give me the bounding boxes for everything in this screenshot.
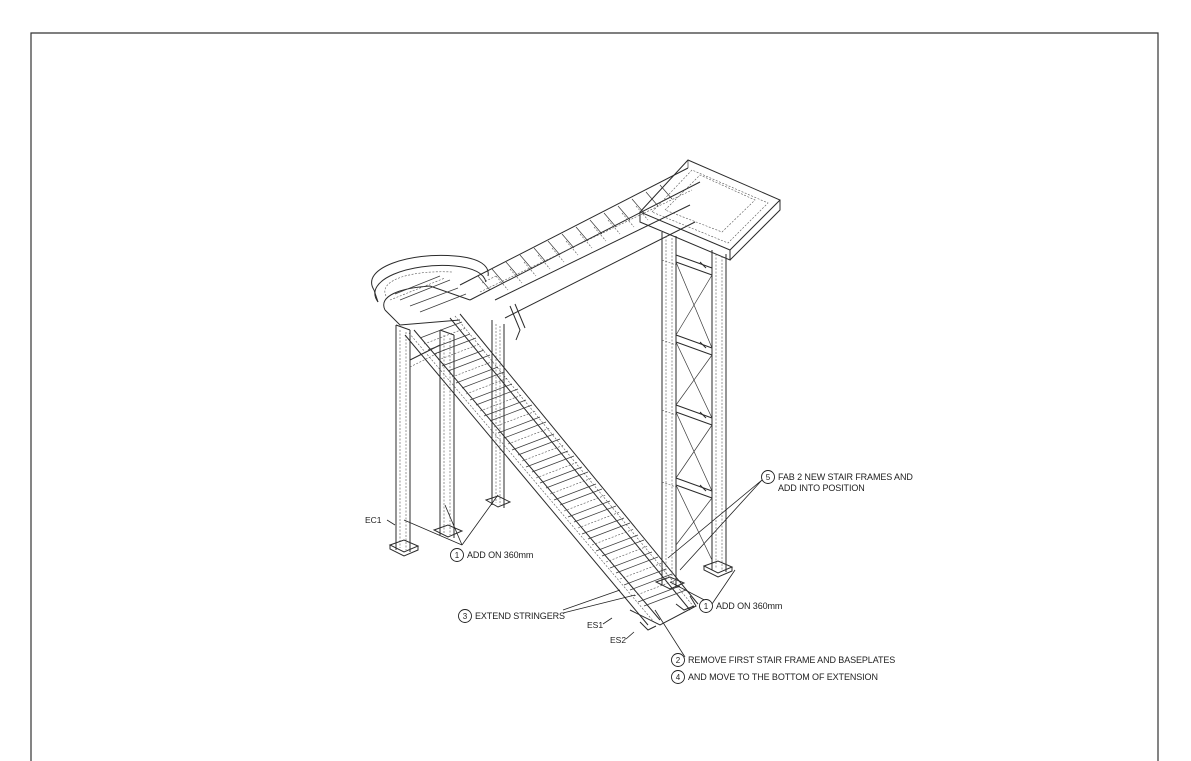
leader-es1 <box>602 617 613 625</box>
note-text: ADD ON 360mm <box>716 601 782 611</box>
note-number-badge <box>699 599 713 613</box>
tag-es2: ES2 <box>610 635 626 645</box>
note-callouts: 1 ADD ON 360mm 1 ADD ON 360mm 2 REMOVE F… <box>450 470 913 684</box>
note-number: 1 <box>704 602 709 611</box>
note-2: 2 REMOVE FIRST STAIR FRAME AND BASEPLATE… <box>671 653 895 667</box>
note-4: 4 AND MOVE TO THE BOTTOM OF EXTENSION <box>671 670 878 684</box>
leader-es2 <box>625 631 635 640</box>
leader-note5 <box>667 479 763 571</box>
note-number-badge <box>761 470 775 484</box>
note-1-right: 1 ADD ON 360mm <box>699 599 782 613</box>
tag-es1: ES1 <box>587 620 603 630</box>
upper-flight <box>459 167 701 341</box>
leader-note1-right <box>669 569 736 605</box>
note-text-line1: FAB 2 NEW STAIR FRAMES AND <box>778 472 913 482</box>
note-number-badge <box>458 609 472 623</box>
note-text-line2: ADD INTO POSITION <box>778 483 865 493</box>
note-number-badge <box>671 653 685 667</box>
leader-ec1 <box>386 519 396 526</box>
note-number: 1 <box>455 551 460 560</box>
note-text: REMOVE FIRST STAIR FRAME AND BASEPLATES <box>688 655 895 665</box>
top-platform <box>639 159 781 261</box>
note-text: AND MOVE TO THE BOTTOM OF EXTENSION <box>688 672 878 682</box>
left-columns <box>388 320 512 557</box>
note-text: ADD ON 360mm <box>467 550 533 560</box>
note-number-badge <box>671 670 685 684</box>
member-tags: EC1 ES1 ES2 <box>365 515 626 645</box>
circular-landing <box>371 254 489 326</box>
note-3: 3 EXTEND STRINGERS <box>458 609 565 623</box>
note-text: EXTEND STRINGERS <box>475 611 565 621</box>
note-number: 2 <box>676 656 681 665</box>
note-number: 4 <box>676 673 681 682</box>
note-number: 5 <box>766 473 771 482</box>
stair-structure <box>371 159 781 631</box>
lower-flight <box>404 313 699 631</box>
sheet-border <box>30 32 1159 761</box>
leader-note3 <box>562 589 636 614</box>
note-5: 5 FAB 2 NEW STAIR FRAMES AND ADD INTO PO… <box>761 470 913 493</box>
note-1-left: 1 ADD ON 360mm <box>450 548 533 562</box>
leader-note2 <box>654 609 686 658</box>
note-number-badge <box>450 548 464 562</box>
right-tower <box>654 232 734 590</box>
tag-ec1: EC1 <box>365 515 382 525</box>
leader-note1-left <box>403 494 499 546</box>
note-number: 3 <box>463 612 468 621</box>
leader-lines <box>386 479 763 658</box>
